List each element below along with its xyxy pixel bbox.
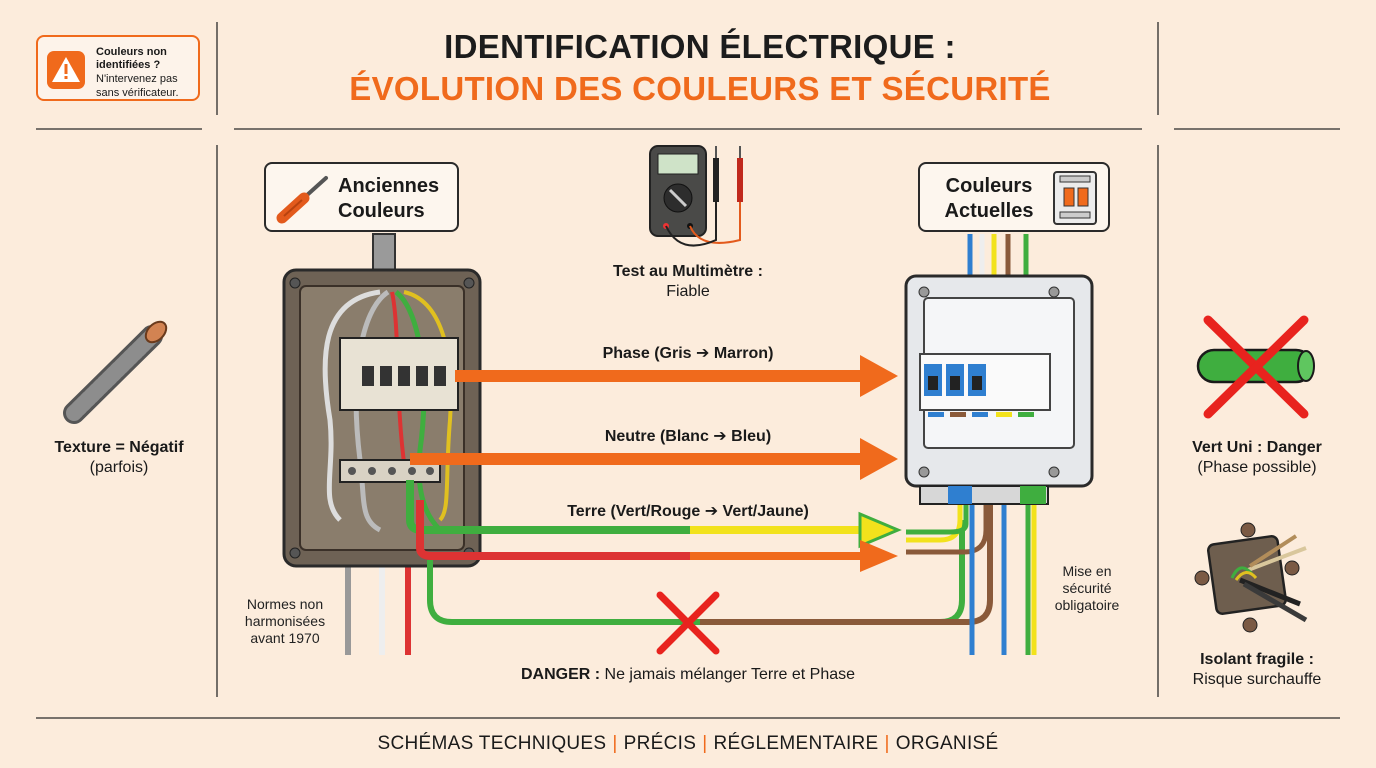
cross-icon xyxy=(1203,315,1309,419)
footer-separator: | xyxy=(884,733,890,754)
junction-box-icon xyxy=(1194,522,1308,633)
danger-cross-icon xyxy=(656,591,720,655)
norms-note: Normes non harmonisées avant 1970 xyxy=(244,596,326,646)
multimeter-icon xyxy=(649,145,743,247)
danger-prefix: DANGER : xyxy=(520,666,601,683)
old-colors-box: Anciennes Couleurs xyxy=(264,162,459,232)
new-colors-label: Couleurs Actuelles xyxy=(944,175,1034,222)
screwdriver-icon xyxy=(276,176,328,224)
footer-separator: | xyxy=(702,733,708,754)
insulation-title: Isolant fragile : xyxy=(1200,651,1314,668)
page-title-line2: ÉVOLUTION DES COULEURS ET SÉCURITÉ xyxy=(349,70,1051,107)
danger-caption: DANGER : Ne jamais mélanger Terre et Pha… xyxy=(440,665,936,685)
green-caption: Vert Uni : Danger (Phase possible) xyxy=(1170,438,1344,478)
warning-text: N'intervenez pas sans vérificateur. xyxy=(96,73,179,99)
arrow-phase xyxy=(455,355,898,397)
texture-caption: Texture = Négatif (parfois) xyxy=(26,438,212,478)
footer: SCHÉMAS TECHNIQUES|PRÉCIS|RÉGLEMENTAIRE|… xyxy=(0,733,1376,755)
new-bottom-wires xyxy=(906,505,1037,655)
green-title: Vert Uni : Danger xyxy=(1192,439,1322,456)
texture-subtitle: (parfois) xyxy=(89,459,149,476)
arrow-earth-label: Terre (Vert/Rouge ➔ Vert/Jaune) xyxy=(567,503,809,520)
separator-lines xyxy=(36,22,1340,719)
bottom-green-wire xyxy=(427,520,965,625)
warning-title: Couleurs non identifiées ? xyxy=(96,46,167,71)
old-conduit xyxy=(372,233,396,275)
new-panel xyxy=(904,274,1094,505)
old-colors-label: Anciennes Couleurs xyxy=(338,175,440,222)
safety-note: Mise en sécurité obligatoire xyxy=(1054,563,1120,613)
multimeter-caption: Test au Multimètre : Fiable xyxy=(560,262,816,302)
footer-item-schemas: SCHÉMAS TECHNIQUES xyxy=(377,733,607,754)
arrow-earth xyxy=(406,480,902,572)
old-panel xyxy=(282,268,482,568)
insulation-subtitle: Risque surchauffe xyxy=(1192,671,1322,688)
arrow-neutral xyxy=(410,438,898,480)
footer-item-reglementaire: RÉGLEMENTAIRE xyxy=(713,733,879,754)
multimeter-title: Test au Multimètre : xyxy=(613,263,763,280)
footer-item-precis: PRÉCIS xyxy=(623,733,697,754)
breaker-icon xyxy=(1053,171,1097,225)
page-title-line1: IDENTIFICATION ÉLECTRIQUE : xyxy=(444,28,956,65)
multimeter-subtitle: Fiable xyxy=(666,283,710,300)
danger-text: Ne jamais mélanger Terre et Phase xyxy=(604,666,856,683)
warning-icon xyxy=(47,51,85,89)
arrow-phase-label: Phase (Gris ➔ Marron) xyxy=(602,345,774,362)
bottom-brown-wire xyxy=(700,505,993,625)
arrow-neutral-label: Neutre (Blanc ➔ Bleu) xyxy=(604,428,772,445)
texture-title: Texture = Négatif xyxy=(54,439,184,456)
footer-separator: | xyxy=(612,733,618,754)
new-colors-box: Couleurs Actuelles xyxy=(918,162,1110,232)
footer-item-organise: ORGANISÉ xyxy=(895,733,999,754)
new-top-wires xyxy=(967,234,1029,282)
warning-box: Couleurs non identifiées ? N'intervenez … xyxy=(36,35,200,101)
green-subtitle: (Phase possible) xyxy=(1197,459,1317,476)
cable-icon xyxy=(63,320,168,424)
insulation-caption: Isolant fragile : Risque surchauffe xyxy=(1170,650,1344,690)
old-bottom-wires xyxy=(345,566,411,655)
